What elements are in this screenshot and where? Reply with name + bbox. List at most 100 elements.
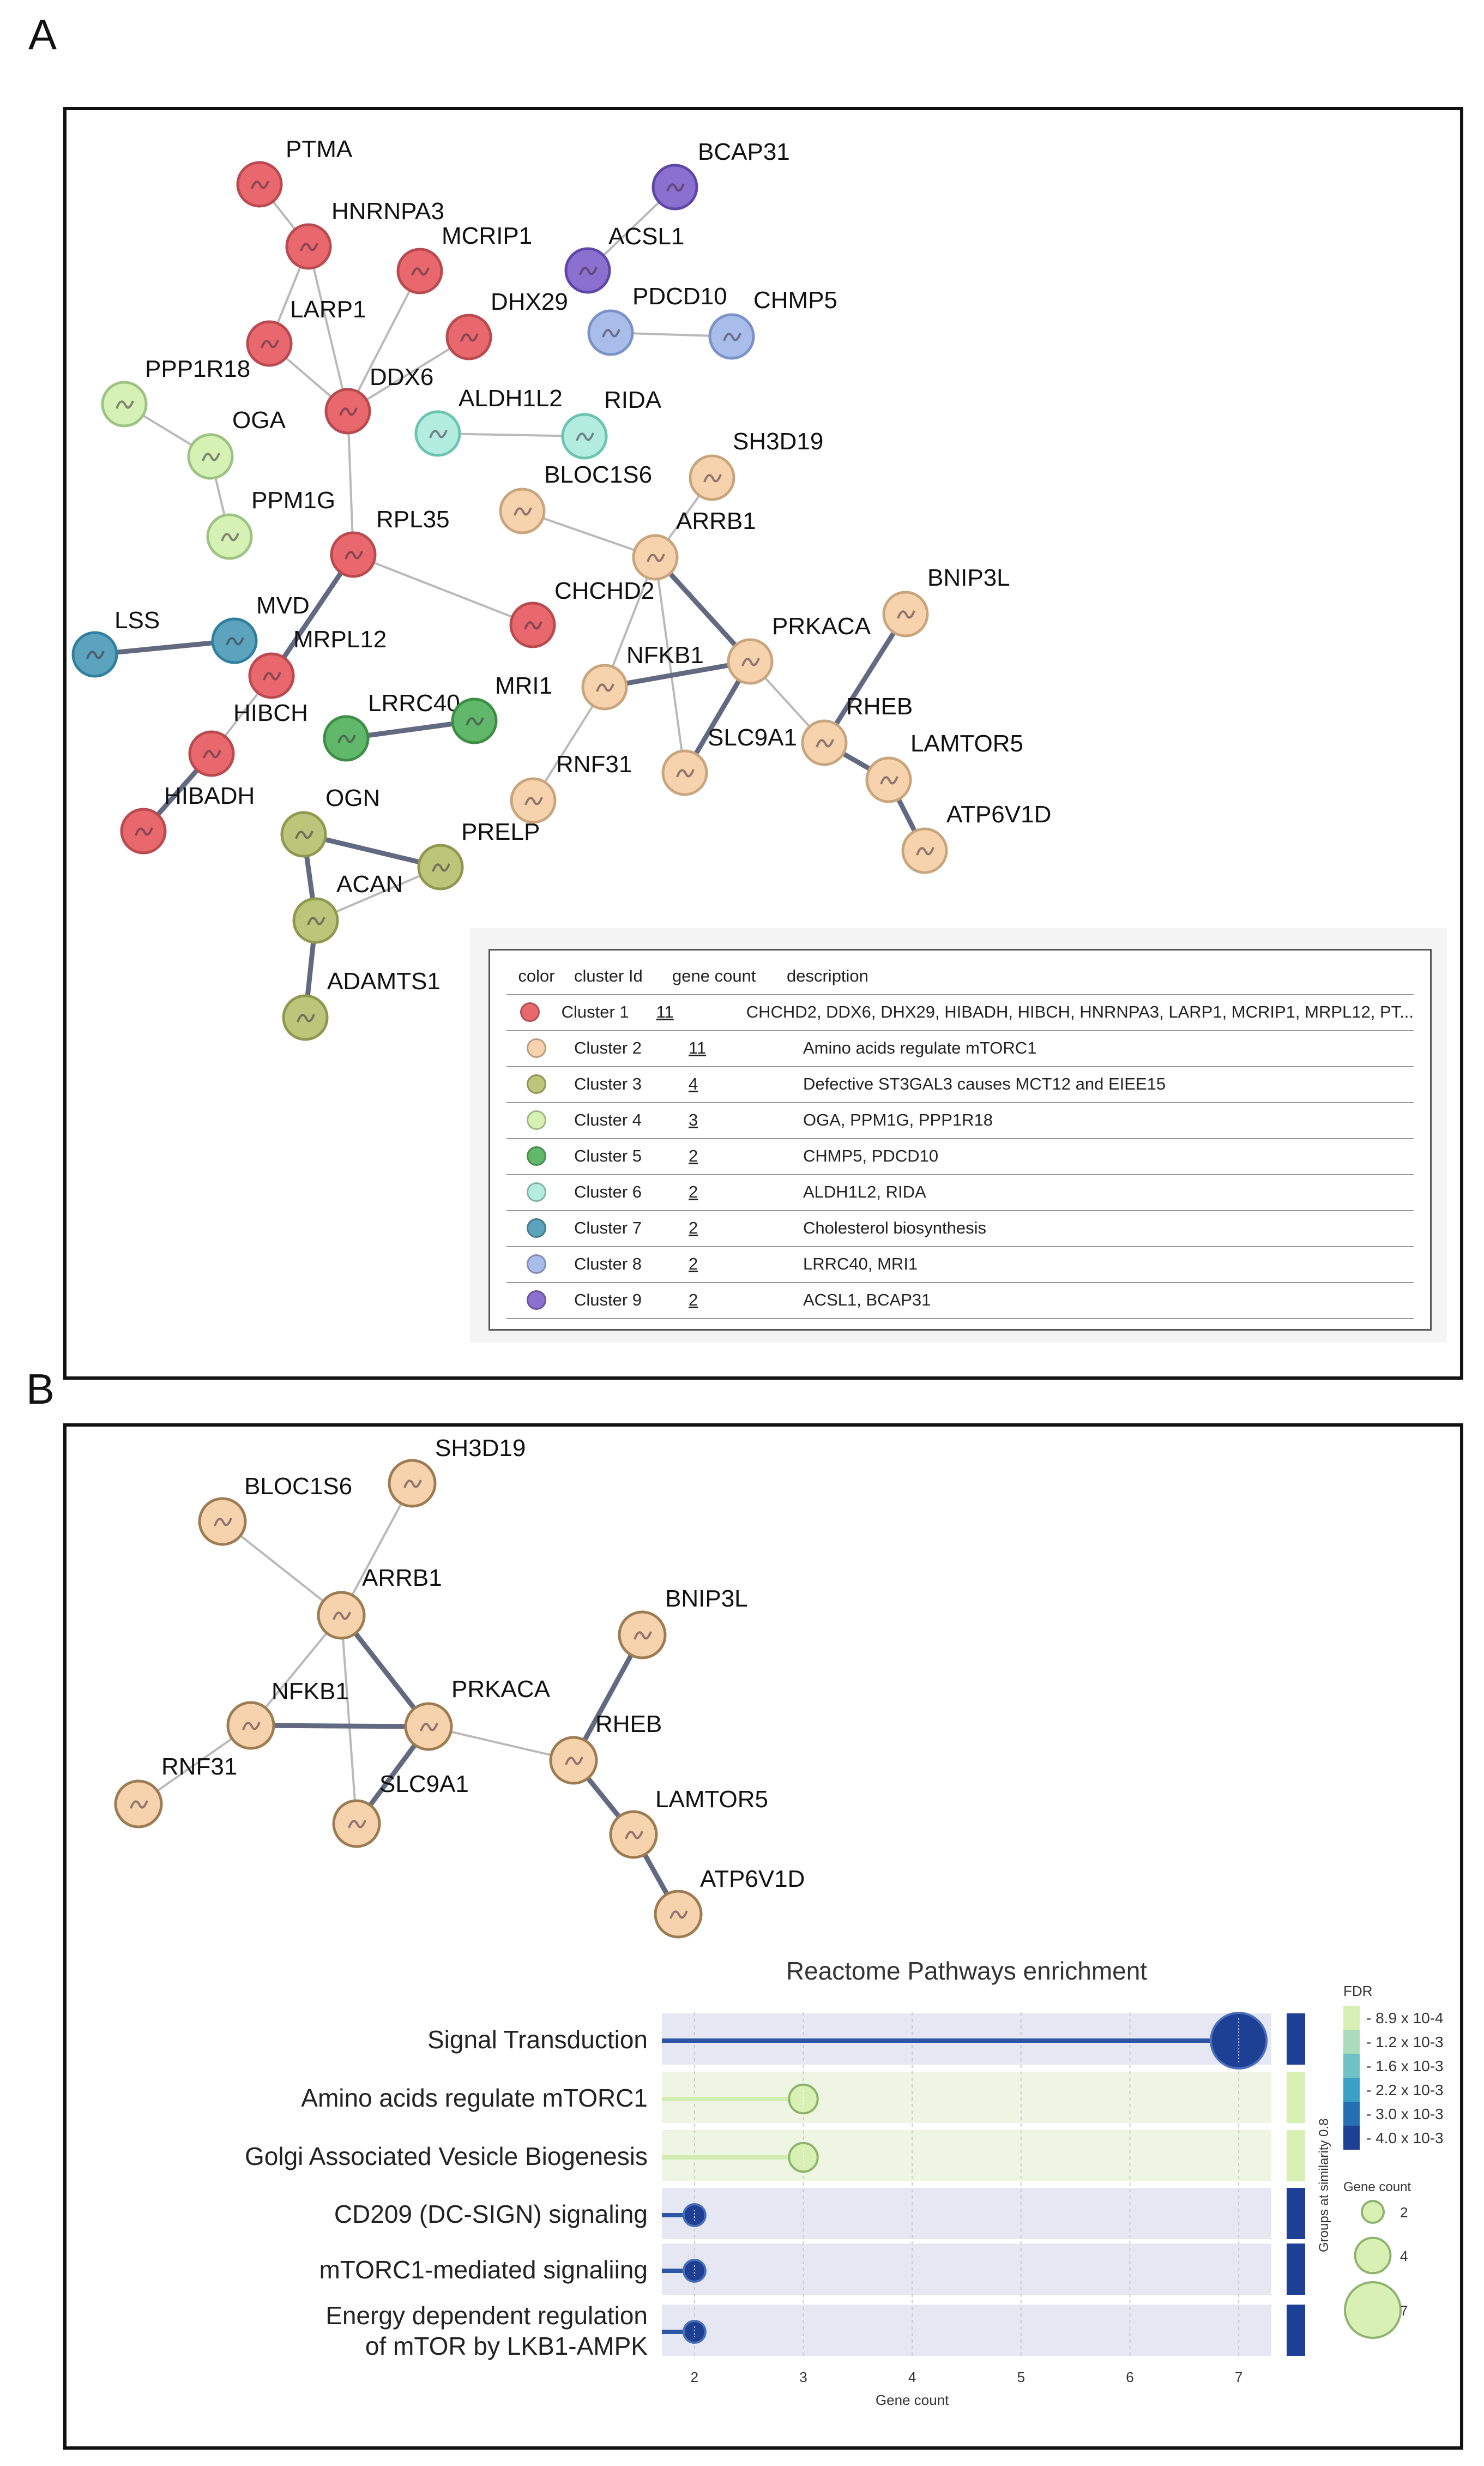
gene-count-link[interactable]: 2 <box>689 1290 698 1309</box>
group-strip <box>1287 2244 1305 2295</box>
node-hnrnpa3[interactable]: HNRNPA3 <box>285 198 444 270</box>
node-nfkb1[interactable]: NFKB1 <box>581 642 704 711</box>
node-mri1[interactable]: MRI1 <box>451 672 552 744</box>
node-label: MRPL12 <box>293 626 387 653</box>
node-sh3d19[interactable]: SH3D19 <box>388 1435 526 1508</box>
lollipop-dot[interactable] <box>682 2320 707 2344</box>
group-strip <box>1287 2072 1305 2123</box>
node-bloc1s6[interactable]: BLOC1S6 <box>198 1473 352 1546</box>
node-chchd2[interactable]: CHCHD2 <box>509 578 654 648</box>
cluster-color-swatch <box>506 1074 566 1094</box>
node-label: BCAP31 <box>698 139 790 165</box>
node-adamts1[interactable]: ADAMTS1 <box>282 968 441 1041</box>
node-atp6v1d[interactable]: ATP6V1D <box>654 1866 805 1939</box>
gene-count-link[interactable]: 2 <box>689 1254 698 1273</box>
node-bloc1s6[interactable]: BLOC1S6 <box>499 461 652 534</box>
node-label: ATP6V1D <box>700 1866 805 1892</box>
gene-count-link[interactable]: 2 <box>689 1218 698 1237</box>
lollipop-dot[interactable] <box>682 2203 707 2227</box>
node-rpl35[interactable]: RPL35 <box>330 506 450 578</box>
gene-count-link[interactable]: 11 <box>656 1002 674 1021</box>
node-dhx29[interactable]: DHX29 <box>445 288 568 360</box>
node-rheb[interactable]: RHEB <box>801 693 913 766</box>
gene-count-link[interactable]: 2 <box>689 1182 698 1201</box>
node-rnf31[interactable]: RNF31 <box>510 751 632 824</box>
node-bnip3l[interactable]: BNIP3L <box>882 564 1010 637</box>
node-slc9a1[interactable]: SLC9A1 <box>332 1771 469 1848</box>
node-mvd[interactable]: MVD <box>211 592 310 664</box>
node-lamtor5[interactable]: LAMTOR5 <box>609 1786 768 1859</box>
node-oga[interactable]: OGA <box>187 407 286 480</box>
node-atp6v1d[interactable]: ATP6V1D <box>901 801 1051 874</box>
node-ddx6[interactable]: DDX6 <box>324 364 433 435</box>
node-acan[interactable]: ACAN <box>292 871 403 944</box>
lollipop-dot[interactable] <box>788 2083 819 2115</box>
node-mcrip1[interactable]: MCRIP1 <box>396 222 532 294</box>
node-aldh1l2[interactable]: ALDH1L2 <box>414 385 563 457</box>
node-prelp[interactable]: PRELP <box>417 819 540 891</box>
node-rida[interactable]: RIDA <box>561 387 662 460</box>
gene-count[interactable]: 3 <box>667 1110 803 1130</box>
protein-structure-icon <box>300 243 318 251</box>
node-larp1[interactable]: LARP1 <box>246 296 366 367</box>
lollipop-dot[interactable] <box>788 2142 819 2173</box>
node-bcap31[interactable]: BCAP31 <box>651 139 790 210</box>
gene-count-link[interactable]: 3 <box>689 1110 698 1129</box>
node-lss[interactable]: LSS <box>71 607 160 678</box>
node-slc9a1[interactable]: SLC9A1 <box>661 724 797 796</box>
lollipop-dot[interactable] <box>682 2259 707 2283</box>
gene-count[interactable]: 11 <box>667 1038 803 1058</box>
node-sh3d19[interactable]: SH3D19 <box>689 428 823 501</box>
gene-count-link[interactable]: 2 <box>689 1146 698 1165</box>
node-label: SH3D19 <box>435 1435 526 1461</box>
node-rnf31[interactable]: RNF31 <box>114 1753 237 1829</box>
node-hibadh[interactable]: HIBADH <box>120 783 255 855</box>
lollipop-dot[interactable] <box>1210 2012 1268 2070</box>
fdr-legend-label: - 3.0 x 10-3 <box>1366 2106 1444 2122</box>
gene-count-legend-title: Gene count <box>1343 2180 1411 2194</box>
node-arrb1[interactable]: ARRB1 <box>632 508 756 581</box>
node-bnip3l[interactable]: BNIP3L <box>618 1585 748 1659</box>
gene-count-link[interactable]: 11 <box>689 1038 707 1057</box>
node-prkaca[interactable]: PRKACA <box>404 1676 551 1751</box>
node-lamtor5[interactable]: LAMTOR5 <box>865 730 1023 803</box>
node-label: HNRNPA3 <box>331 198 444 225</box>
gene-count[interactable]: 2 <box>667 1182 803 1202</box>
node-ppm1g[interactable]: PPM1G <box>206 487 335 560</box>
node-nfkb1[interactable]: NFKB1 <box>226 1678 349 1750</box>
node-lrrc40[interactable]: LRRC40 <box>323 690 460 762</box>
gene-count[interactable]: 11 <box>634 1002 746 1022</box>
node-ppp1r18[interactable]: PPP1R18 <box>101 356 250 428</box>
node-mrpl12[interactable]: MRPL12 <box>248 626 387 699</box>
gene-count[interactable]: 2 <box>667 1290 803 1310</box>
gene-count[interactable]: 4 <box>667 1074 803 1094</box>
node-label: RIDA <box>604 387 662 413</box>
node-acsl1[interactable]: ACSL1 <box>564 223 684 294</box>
node-rheb[interactable]: RHEB <box>549 1711 662 1785</box>
gene-count-link[interactable]: 4 <box>689 1074 698 1093</box>
protein-structure-icon <box>816 739 834 748</box>
node-prkaca[interactable]: PRKACA <box>727 613 871 685</box>
node-ptma[interactable]: PTMA <box>236 136 353 208</box>
x-tick-label: 3 <box>799 2369 807 2385</box>
node-ogn[interactable]: OGN <box>280 785 380 858</box>
node-label: PRKACA <box>772 613 871 640</box>
fdr-legend-swatch <box>1343 2126 1360 2150</box>
node-arrb1[interactable]: ARRB1 <box>317 1565 442 1640</box>
node-hibch[interactable]: HIBCH <box>188 700 308 777</box>
node-pdcd10[interactable]: PDCD10 <box>587 283 727 356</box>
node-chmp5[interactable]: CHMP5 <box>708 287 837 360</box>
gene-count[interactable]: 2 <box>667 1146 803 1166</box>
gene-count[interactable]: 2 <box>667 1254 803 1274</box>
gene-count[interactable]: 2 <box>667 1218 803 1238</box>
header-color: color <box>518 966 555 985</box>
